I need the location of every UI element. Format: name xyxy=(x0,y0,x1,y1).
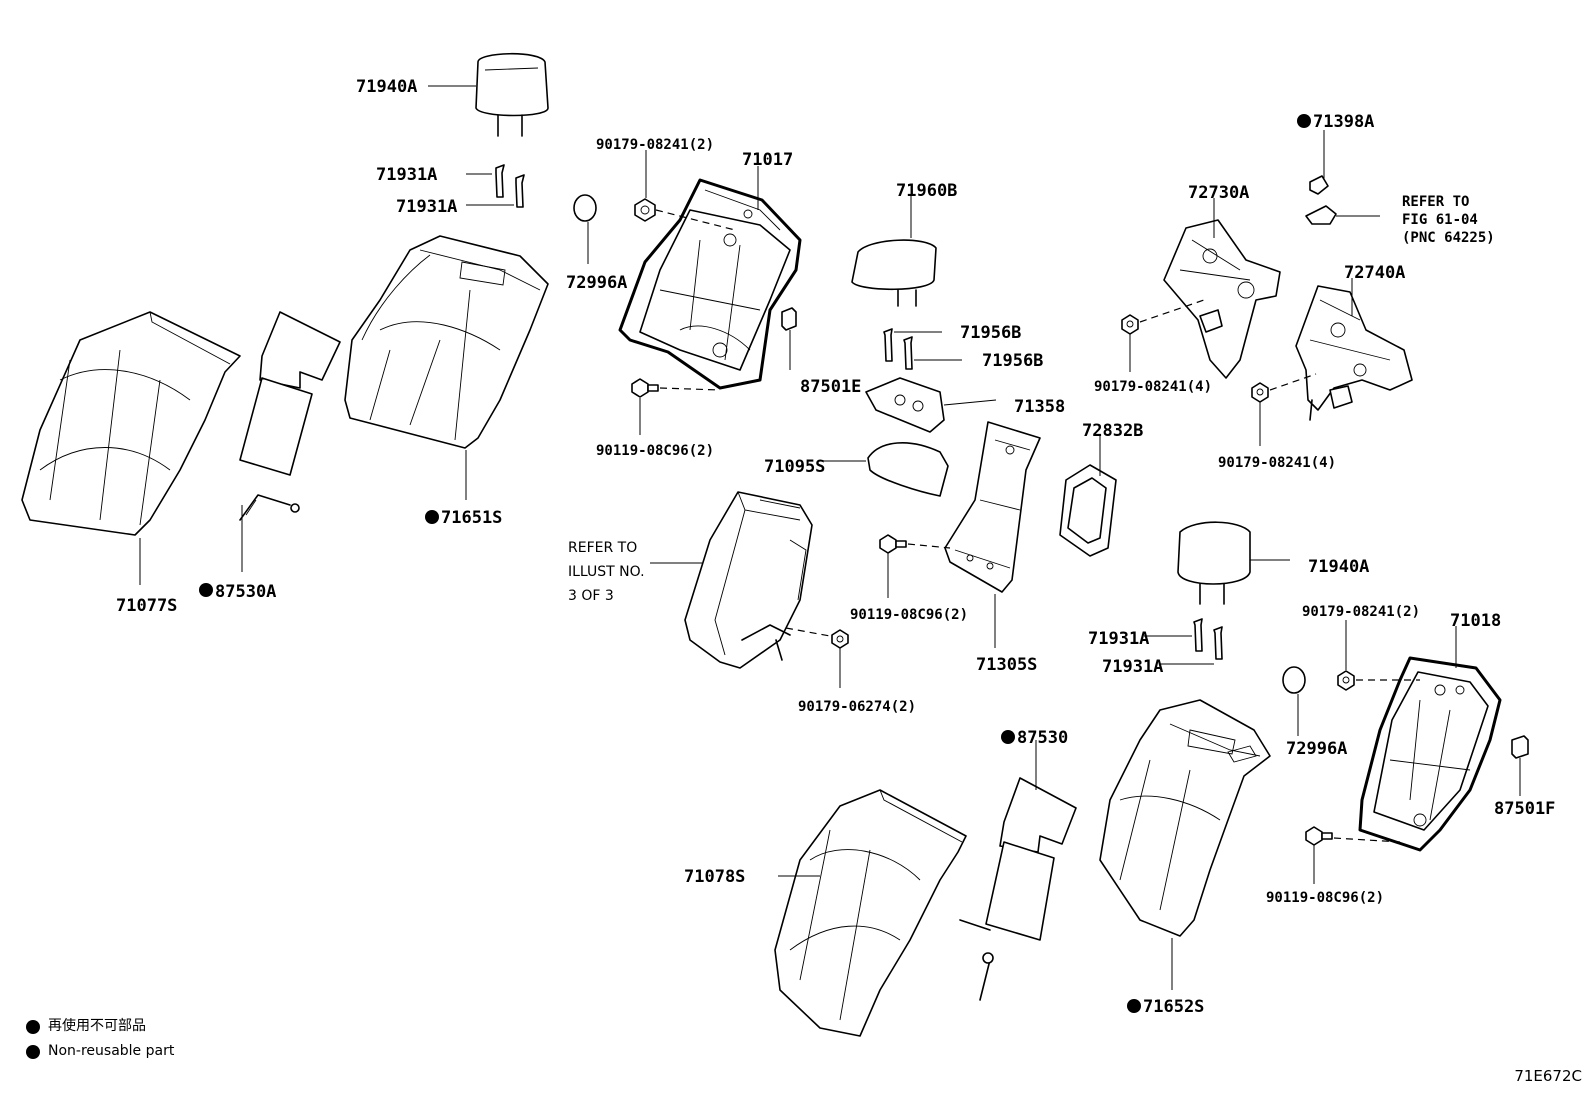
nonreusable-dot xyxy=(199,583,213,597)
headrest-guides-right xyxy=(1193,618,1223,660)
label-87501f: 87501F xyxy=(1494,799,1555,819)
seatback-board-right xyxy=(774,789,967,1037)
seat-heater-right xyxy=(959,777,1077,1001)
nut-recliner-b xyxy=(1251,382,1269,403)
label-71305s: 71305S xyxy=(976,655,1037,675)
label-90119-08c96-2b: 90119-08C96(2) xyxy=(850,607,968,623)
label-71931a-b: 71931A xyxy=(396,197,457,217)
label-90179-06274-2: 90179-06274(2) xyxy=(798,699,916,715)
label-72740a: 72740A xyxy=(1344,263,1405,283)
bolt-center xyxy=(879,534,907,554)
label-71940a-top: 71940A xyxy=(356,77,417,97)
bolt-left xyxy=(631,378,659,398)
cap-72996a-right xyxy=(1282,666,1306,694)
nut-recliner-a xyxy=(1121,314,1139,335)
label-71940a-bot: 71940A xyxy=(1308,557,1369,577)
recliner-72730a xyxy=(1163,219,1281,379)
label-90179-08241-4a: 90179-08241(4) xyxy=(1094,379,1212,395)
center-guides xyxy=(883,328,913,370)
seatback-board-left xyxy=(21,311,241,536)
refer-illust-line3: 3 OF 3 xyxy=(568,588,614,604)
label-71077s: 71077S xyxy=(116,596,177,616)
label-72832b: 72832B xyxy=(1082,421,1143,441)
legend-row-japanese: 再使用不可部品 xyxy=(26,1014,174,1039)
label-72996a-a: 72996A xyxy=(566,273,627,293)
nonreusable-dot xyxy=(425,510,439,524)
label-71956b-b: 71956B xyxy=(982,351,1043,371)
nonreusable-dot xyxy=(1001,730,1015,744)
label-90179-08241-2b: 90179-08241(2) xyxy=(1302,604,1420,620)
bolt-right xyxy=(1305,826,1333,846)
refer-fig-line1: REFER TO xyxy=(1402,194,1469,210)
refer-fig-line3: (PNC 64225) xyxy=(1402,230,1495,246)
seat-heater-left xyxy=(239,311,341,521)
trim-ring xyxy=(1059,464,1117,557)
armrest-cover xyxy=(867,442,949,497)
headrest-guides-top xyxy=(495,164,525,208)
refer-illust-line1: REFER TO xyxy=(568,540,637,556)
label-71956b-a: 71956B xyxy=(960,323,1021,343)
label-71931a-d: 71931A xyxy=(1102,657,1163,677)
label-87530: 87530 xyxy=(1017,728,1068,748)
legend: 再使用不可部品 Non-reusable part xyxy=(26,1014,174,1064)
armrest-bracket xyxy=(944,421,1041,593)
label-90179-08241-4b: 90179-08241(4) xyxy=(1218,455,1336,471)
label-71358: 71358 xyxy=(1014,397,1065,417)
bullet-icon xyxy=(26,1044,40,1059)
label-72730a: 72730A xyxy=(1188,183,1249,203)
label-87501e: 87501E xyxy=(800,377,861,397)
label-71960b: 71960B xyxy=(896,181,957,201)
label-87530a: 87530A xyxy=(215,582,276,602)
center-headrest xyxy=(851,239,937,307)
headrest-right xyxy=(1177,521,1251,605)
seatback-cover-right xyxy=(1099,699,1271,937)
label-71017: 71017 xyxy=(742,150,793,170)
label-71078s: 71078S xyxy=(684,867,745,887)
seatback-frame-left xyxy=(618,178,802,390)
label-71018: 71018 xyxy=(1450,611,1501,631)
legend-english: Non-reusable part xyxy=(48,1043,175,1059)
nut-upper-right xyxy=(1337,670,1355,691)
figure-code: 71E672C xyxy=(1514,1067,1582,1085)
refer-fig-line2: FIG 61-04 xyxy=(1402,212,1478,228)
label-72996a-b: 72996A xyxy=(1286,739,1347,759)
armrest-lid xyxy=(865,377,945,433)
label-71651s: 71651S xyxy=(441,508,502,528)
label-90179-08241-2a: 90179-08241(2) xyxy=(596,137,714,153)
nonreusable-dot xyxy=(1297,114,1311,128)
pad-87501e xyxy=(781,307,797,331)
label-90119-08c96-2a: 90119-08C96(2) xyxy=(596,443,714,459)
refer-illust-line2: ILLUST NO. xyxy=(568,564,645,580)
bullet-icon xyxy=(26,1019,40,1034)
label-90119-08c96-2c: 90119-08C96(2) xyxy=(1266,890,1384,906)
pad-87501f xyxy=(1511,735,1529,759)
legend-japanese: 再使用不可部品 xyxy=(48,1018,146,1034)
nonreusable-dot xyxy=(1127,999,1141,1013)
recliner-72740a xyxy=(1295,285,1413,421)
clip-71398a xyxy=(1305,175,1337,225)
seatback-cover-left xyxy=(344,235,549,449)
armrest-assembly xyxy=(684,491,813,669)
label-71398a: 71398A xyxy=(1313,112,1374,132)
legend-row-english: Non-reusable part xyxy=(26,1039,174,1064)
label-71095s: 71095S xyxy=(764,457,825,477)
label-71931a-c: 71931A xyxy=(1088,629,1149,649)
headrest-top-left xyxy=(475,52,549,137)
label-71931a-a: 71931A xyxy=(376,165,437,185)
label-71652s: 71652S xyxy=(1143,997,1204,1017)
seatback-frame-right xyxy=(1358,656,1502,852)
nut-upper-left xyxy=(634,198,656,222)
cap-72996a-left xyxy=(573,194,597,222)
nut-armrest xyxy=(831,629,849,649)
